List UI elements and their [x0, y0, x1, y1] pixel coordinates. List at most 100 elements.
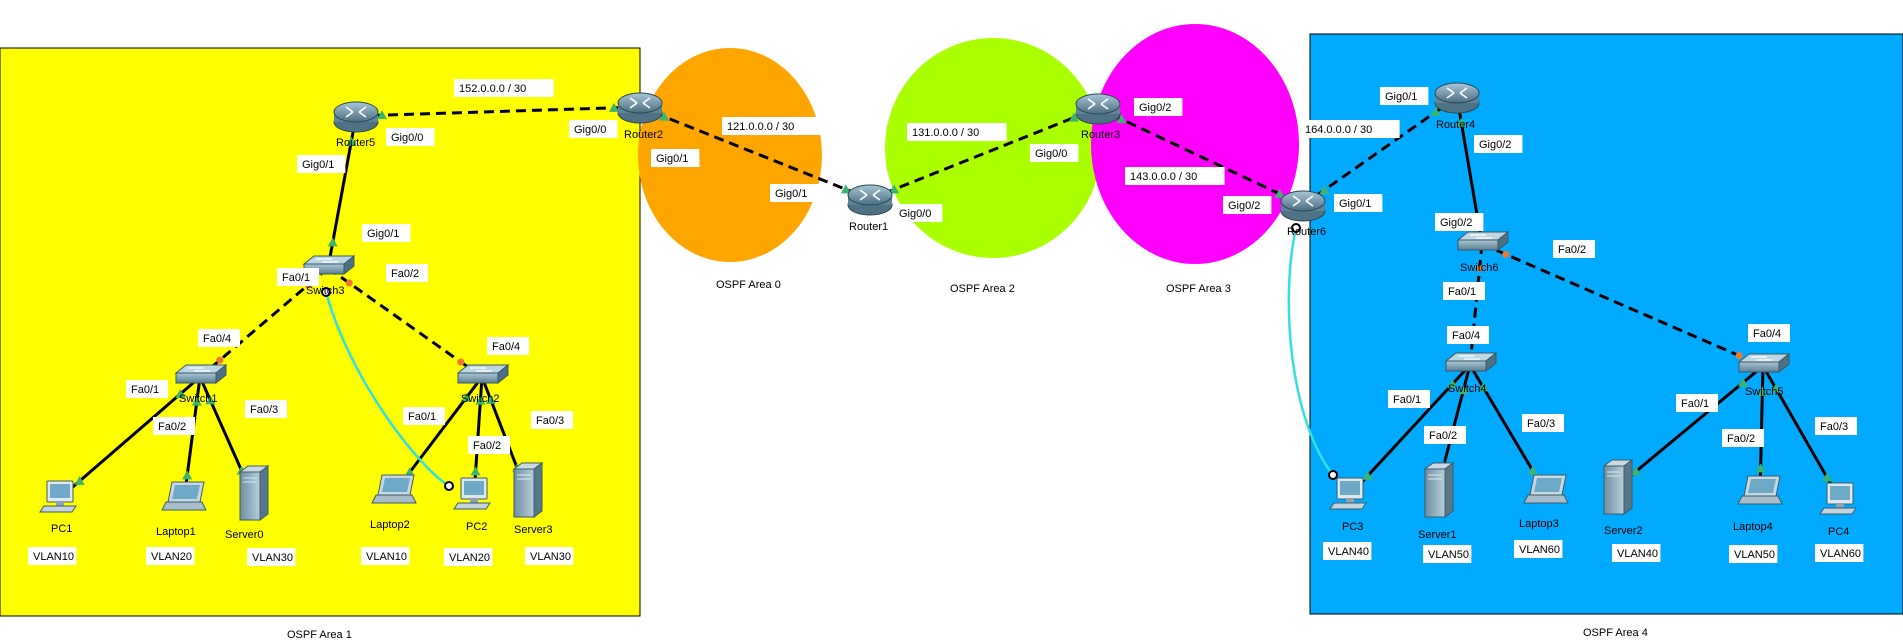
device-name-router3-text: Router3 — [1081, 129, 1120, 141]
router-icon[interactable] — [1075, 93, 1121, 125]
device-name-pc1-text: PC1 — [51, 523, 72, 535]
vlan-label-laptop3: VLAN60 — [1514, 540, 1563, 558]
vlan-label-pc3-box — [1323, 542, 1372, 560]
vlan-label-laptop2-box — [361, 547, 410, 565]
port-label-sw1_fa03: Fa0/3 — [245, 400, 287, 418]
port-label-sw4_fa04: Fa0/4 — [1447, 326, 1489, 344]
port-label-sw5_fa03: Fa0/3 — [1815, 417, 1857, 435]
server-icon[interactable] — [239, 465, 269, 521]
vlan-label-server3-text: VLAN30 — [530, 551, 571, 563]
device-name-switch6: Switch6 — [1460, 262, 1499, 274]
server-icon[interactable] — [1603, 459, 1633, 515]
area-caption-3: OSPF Area 3 — [1166, 283, 1231, 295]
device-name-router6-text: Router6 — [1287, 226, 1326, 238]
port-label-sw4_fa02-box — [1424, 426, 1466, 444]
device-name-laptop1: Laptop1 — [156, 526, 196, 538]
port-label-sw3_fa02-text: Fa0/2 — [391, 268, 419, 280]
port-status-up-marker — [1274, 188, 1285, 198]
port-label-sw2_fa04-text: Fa0/4 — [492, 341, 520, 353]
router-icon[interactable] — [1434, 82, 1480, 114]
device-name-server0: Server0 — [225, 529, 264, 541]
area-caption-1: OSPF Area 1 — [287, 629, 352, 641]
switch-icon[interactable] — [175, 364, 227, 384]
network-label-r2-r1: 121.0.0.0 / 30 — [722, 117, 822, 135]
vlan-label-pc4-box — [1815, 544, 1864, 562]
device-name-switch5-text: Switch5 — [1745, 386, 1784, 398]
device-name-server1: Server1 — [1418, 529, 1457, 541]
port-status-pending-marker — [345, 279, 353, 287]
port-label-r2_gig00-box — [569, 120, 618, 138]
router-icon[interactable] — [1280, 190, 1326, 222]
device-name-server1-text: Server1 — [1418, 529, 1457, 541]
port-label-sw4_fa04-text: Fa0/4 — [1452, 330, 1480, 342]
router-icon[interactable] — [847, 184, 893, 216]
vlan-label-laptop4: VLAN50 — [1729, 545, 1778, 563]
port-status-pending-marker — [1735, 352, 1743, 360]
port-label-sw3_gig01-text: Gig0/1 — [367, 228, 399, 240]
port-label-sw1_fa01-box — [126, 380, 168, 398]
port-label-r2_gig01-text: Gig0/1 — [656, 153, 688, 165]
port-label-r3_gig00: Gig0/0 — [1030, 144, 1079, 162]
link-sw6-sw5 — [1481, 242, 1764, 368]
link-sw1-lap1 — [182, 376, 202, 501]
device-name-pc1: PC1 — [51, 523, 72, 535]
port-label-sw6_fa01-box — [1443, 282, 1485, 300]
port-label-sw1_fa01-text: Fa0/1 — [131, 384, 159, 396]
vlan-label-laptop2-text: VLAN10 — [366, 551, 407, 563]
port-label-r1_gig01: Gig0/1 — [770, 184, 819, 202]
port-label-r4_gig02-text: Gig0/2 — [1479, 139, 1511, 151]
console-port-marker — [1328, 470, 1338, 480]
switch-icon[interactable] — [1457, 231, 1509, 251]
device-name-pc2: PC2 — [466, 521, 487, 533]
port-status-up-marker — [1631, 466, 1642, 476]
port-label-sw3_gig01: Gig0/1 — [362, 224, 411, 242]
server-icon[interactable] — [1424, 462, 1454, 518]
router-icon[interactable] — [333, 101, 379, 133]
port-status-up-marker — [205, 395, 216, 405]
port-status-up-marker — [1478, 382, 1489, 392]
device-name-pc3: PC3 — [1342, 521, 1363, 533]
port-label-r6_gig01-text: Gig0/1 — [1339, 198, 1371, 210]
port-label-r4_gig01-text: Gig0/1 — [1385, 91, 1417, 103]
network-label-r1-r3-box — [907, 123, 1007, 141]
port-label-r5_gig00: Gig0/0 — [386, 128, 435, 146]
area-caption-4: OSPF Area 4 — [1583, 627, 1648, 639]
port-status-up-marker — [327, 237, 338, 247]
port-label-sw1_fa04: Fa0/4 — [198, 329, 240, 347]
device-name-pc4: PC4 — [1828, 526, 1849, 538]
vlan-label-pc2-text: VLAN20 — [449, 552, 490, 564]
server-icon[interactable] — [513, 462, 543, 518]
port-status-up-marker — [889, 184, 900, 194]
port-label-sw1_fa02-box — [153, 417, 195, 435]
port-label-sw1_fa01: Fa0/1 — [126, 380, 168, 398]
port-status-up-marker — [485, 394, 496, 404]
port-status-up-marker — [1116, 114, 1127, 124]
port-label-sw3_fa01-box — [277, 268, 319, 286]
device-name-router5: Router5 — [336, 137, 375, 149]
vlan-label-server0: VLAN30 — [247, 548, 296, 566]
device-name-switch5: Switch5 — [1745, 386, 1784, 398]
link-r3-r6 — [1097, 106, 1304, 207]
port-label-sw2_fa04-box — [487, 337, 529, 355]
device-name-router4: Router4 — [1436, 119, 1475, 131]
port-label-sw5_fa03-box — [1815, 417, 1857, 435]
vlan-label-server1-text: VLAN50 — [1428, 549, 1469, 561]
switch-icon[interactable] — [1738, 353, 1790, 373]
port-label-sw4_fa01-box — [1388, 390, 1430, 408]
port-label-sw4_fa03-box — [1522, 414, 1564, 432]
port-status-up-marker — [191, 396, 202, 406]
vlan-label-laptop1: VLAN20 — [146, 547, 195, 565]
port-label-sw4_fa01-text: Fa0/1 — [1393, 394, 1421, 406]
device-name-laptop4-text: Laptop4 — [1733, 521, 1773, 533]
link-r2-r1 — [639, 105, 871, 201]
router-icon[interactable] — [617, 92, 663, 124]
console-port-marker — [1291, 223, 1301, 233]
network-label-r6-r4-box — [1300, 120, 1400, 138]
ospf-area-3-region — [1091, 24, 1299, 264]
port-label-r1_gig00-box — [894, 204, 943, 222]
port-label-r5_gig00-text: Gig0/0 — [391, 132, 423, 144]
switch-icon[interactable] — [457, 364, 509, 384]
device-name-switch6-text: Switch6 — [1460, 262, 1499, 274]
port-status-up-marker — [1822, 472, 1833, 482]
switch-icon[interactable] — [1445, 352, 1497, 372]
